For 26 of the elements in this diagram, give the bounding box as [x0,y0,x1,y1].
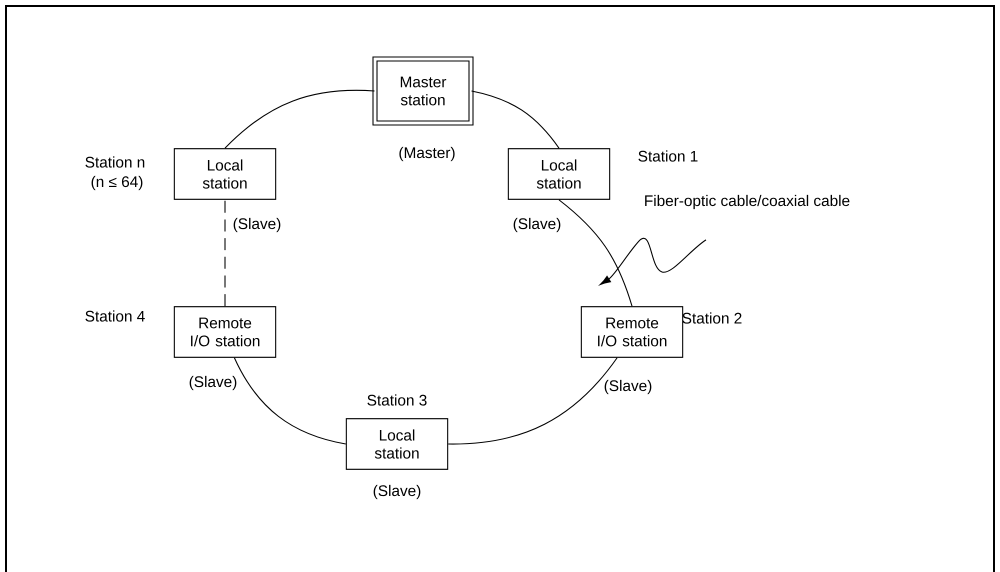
cable-line [224,90,374,149]
station-box: Remote I/O station [580,306,684,358]
station-label: (Slave) [234,218,280,232]
station-label: Station 4 [85,310,145,322]
station-box: Local station [508,148,610,200]
station-label: (Master) [399,146,455,162]
station-label: Station 1 [638,150,698,162]
station-label: Station 3 [367,394,427,406]
cable-line [558,199,633,306]
station-label: (Slave) [190,376,236,390]
leader-line [600,238,706,286]
station-box: Local station [174,148,276,200]
station-label: (Slave) [514,218,560,232]
station-label: Station 2 [682,312,742,324]
station-label: (Slave) [604,380,652,394]
cable-line [224,200,226,306]
cable-line [234,358,346,445]
station-label: (Slave) [374,484,420,500]
cable-line [448,358,618,445]
station-label: (n ≤ 64) [92,176,142,190]
station-box: Master station [372,56,474,126]
station-label: Station n [85,156,144,168]
cable-label: Fiber-optic cable/coaxial cable [645,194,850,210]
station-box: Local station [346,418,448,470]
station-box: Remote I/O station [174,306,276,358]
cable-line [471,90,560,148]
